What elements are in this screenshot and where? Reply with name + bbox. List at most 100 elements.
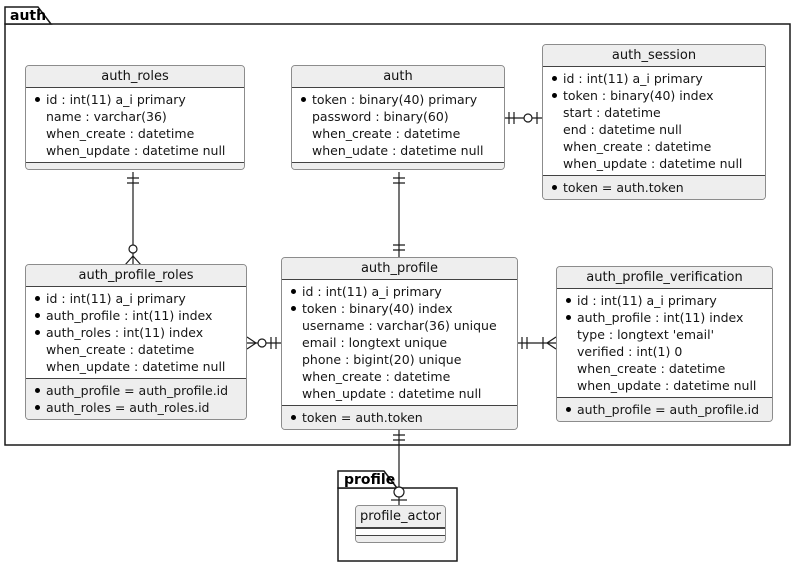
relation-auth-profile--auth-profile-verification [518, 336, 557, 350]
zero-circle-icon [128, 244, 138, 254]
field-row: when_update : datetime null [26, 358, 246, 375]
zero-circle-icon [523, 113, 533, 123]
field-row-text: when_update : datetime null [577, 378, 757, 393]
field-row-text: auth_profile : int(11) index [577, 310, 744, 325]
table-title-auth: auth [292, 66, 504, 88]
key-bullet-icon [301, 97, 306, 102]
field-row: auth_profile : int(11) index [26, 307, 246, 324]
constraint-row: auth_profile = auth_profile.id [557, 401, 772, 418]
relation-auth-roles--auth-profile-roles [124, 172, 142, 266]
field-row: password : binary(60) [292, 108, 504, 125]
field-row-text: when_create : datetime [312, 126, 461, 141]
key-bullet-icon [566, 315, 571, 320]
table-fields-auth_profile_roles: id : int(11) a_i primary auth_profile : i… [26, 287, 246, 378]
field-row-text: when_update : datetime null [302, 386, 482, 401]
table-profile_actor: profile_actor [355, 505, 446, 543]
field-row-text: password : binary(60) [312, 109, 449, 124]
key-bullet-icon [35, 296, 40, 301]
field-row-text: id : int(11) a_i primary [563, 71, 703, 86]
key-bullet-icon [566, 407, 571, 412]
field-row: when_update : datetime null [557, 377, 772, 394]
empty-constraints-compartment [356, 535, 445, 542]
key-bullet-icon [291, 415, 296, 420]
field-row: when_create : datetime [292, 125, 504, 142]
package-auth-tab [4, 6, 53, 25]
field-row-text: id : int(11) a_i primary [46, 291, 186, 306]
field-row: when_update : datetime null [282, 385, 517, 402]
field-row: id : int(11) a_i primary [543, 70, 765, 87]
field-row: id : int(11) a_i primary [282, 283, 517, 300]
key-bullet-icon [35, 405, 40, 410]
field-row-text: when_create : datetime [46, 126, 195, 141]
key-bullet-icon [35, 388, 40, 393]
table-constraints-auth_profile_roles: auth_profile = auth_profile.id auth_roles… [26, 378, 246, 419]
field-row-text: verified : int(1) 0 [577, 344, 683, 359]
field-row: when_update : datetime null [26, 142, 244, 159]
field-row: when_update : datetime null [543, 155, 765, 172]
field-row-text: token : binary(40) index [563, 88, 714, 103]
table-constraints-auth_session: token = auth.token [543, 175, 765, 199]
zero-circle-icon [257, 338, 267, 348]
relation-auth--auth-profile [393, 172, 405, 257]
field-row-text: when_update : datetime null [46, 359, 226, 374]
field-row: id : int(11) a_i primary [557, 292, 772, 309]
constraint-row-text: auth_profile = auth_profile.id [46, 383, 229, 398]
table-title-auth_profile_roles: auth_profile_roles [26, 265, 246, 287]
field-row: when_udate : datetime null [292, 142, 504, 159]
constraint-row-text: auth_roles = auth_roles.id [46, 400, 210, 415]
key-bullet-icon [35, 330, 40, 335]
table-title-auth_profile_verification: auth_profile_verification [557, 267, 772, 289]
field-row: end : datetime null [543, 121, 765, 138]
field-row: phone : bigint(20) unique [282, 351, 517, 368]
field-row-text: when_create : datetime [302, 369, 451, 384]
field-row-text: when_update : datetime null [46, 143, 226, 158]
empty-constraints-compartment [26, 162, 244, 169]
field-row: username : varchar(36) unique [282, 317, 517, 334]
key-bullet-icon [291, 306, 296, 311]
field-row-text: when_create : datetime [577, 361, 726, 376]
key-bullet-icon [566, 298, 571, 303]
constraint-row: auth_profile = auth_profile.id [26, 382, 246, 399]
key-bullet-icon [552, 185, 557, 190]
field-row-text: id : int(11) a_i primary [302, 284, 442, 299]
table-title-auth_session: auth_session [543, 45, 765, 67]
field-row: type : longtext 'email' [557, 326, 772, 343]
relation-auth-profile--profile-actor [391, 429, 407, 505]
table-constraints-auth_profile: token = auth.token [282, 405, 517, 429]
field-row-text: when_create : datetime [46, 342, 195, 357]
field-row-text: phone : bigint(20) unique [302, 352, 462, 367]
zero-circle-icon [393, 486, 405, 498]
relation-auth-profile-roles--auth-profile [246, 336, 281, 350]
package-label-auth: auth [10, 8, 47, 24]
constraint-row: token = auth.token [282, 409, 517, 426]
key-bullet-icon [35, 313, 40, 318]
field-row-text: auth_roles : int(11) index [46, 325, 204, 340]
field-row: when_create : datetime [282, 368, 517, 385]
field-row: name : varchar(36) [26, 108, 244, 125]
field-row-text: auth_profile : int(11) index [46, 308, 213, 323]
field-row-text: username : varchar(36) unique [302, 318, 497, 333]
field-row: when_create : datetime [26, 125, 244, 142]
field-row: token : binary(40) index [543, 87, 765, 104]
constraint-row-text: token = auth.token [302, 410, 423, 425]
field-row-text: when_create : datetime [563, 139, 712, 154]
field-row: verified : int(1) 0 [557, 343, 772, 360]
field-row-text: start : datetime [563, 105, 661, 120]
field-row: email : longtext unique [282, 334, 517, 351]
table-title-auth_roles: auth_roles [26, 66, 244, 88]
field-row-text: when_udate : datetime null [312, 143, 484, 158]
field-row-text: token : binary(40) index [302, 301, 453, 316]
table-constraints-auth_profile_verification: auth_profile = auth_profile.id [557, 397, 772, 421]
field-row-text: id : int(11) a_i primary [46, 92, 186, 107]
table-fields-auth_profile: id : int(11) a_i primary token : binary(4… [282, 280, 517, 405]
key-bullet-icon [552, 76, 557, 81]
